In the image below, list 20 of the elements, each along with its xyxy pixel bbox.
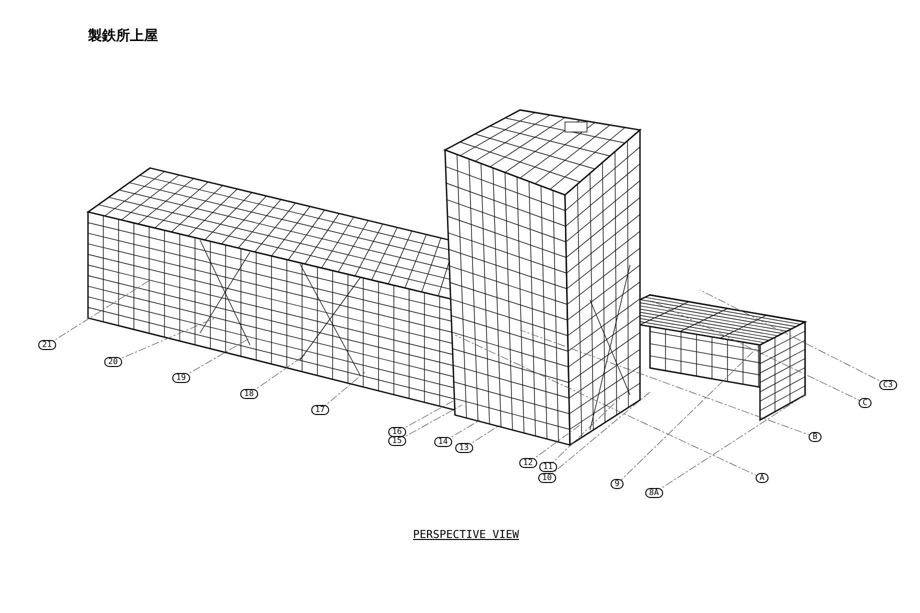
grid-bubble: 14: [434, 437, 452, 447]
grid-bubble: 10: [538, 473, 556, 483]
grid-bubble: 13: [455, 443, 473, 453]
grid-bubble: A: [756, 473, 768, 483]
grid-bubble: 19: [172, 373, 190, 383]
grid-bubble: 9: [610, 479, 624, 489]
grid-bubble: C: [858, 398, 872, 408]
grid-bubble: 8A: [645, 488, 663, 498]
grid-bubble: 15: [388, 436, 406, 446]
grid-bubble: 16: [388, 427, 406, 437]
grid-bubble: 18: [240, 389, 258, 399]
grid-bubble: 11: [539, 462, 557, 472]
grid-bubble: 17: [311, 405, 329, 415]
grid-bubble: 21: [38, 340, 56, 350]
drawing-title: 製鉄所上屋: [88, 27, 158, 45]
grid-bubble: B: [808, 432, 822, 442]
view-caption: PERSPECTIVE VIEW: [413, 528, 519, 541]
grid-bubble: 12: [519, 458, 537, 468]
grid-bubble: 20: [104, 357, 122, 367]
grid-bubble: C3: [879, 380, 897, 390]
